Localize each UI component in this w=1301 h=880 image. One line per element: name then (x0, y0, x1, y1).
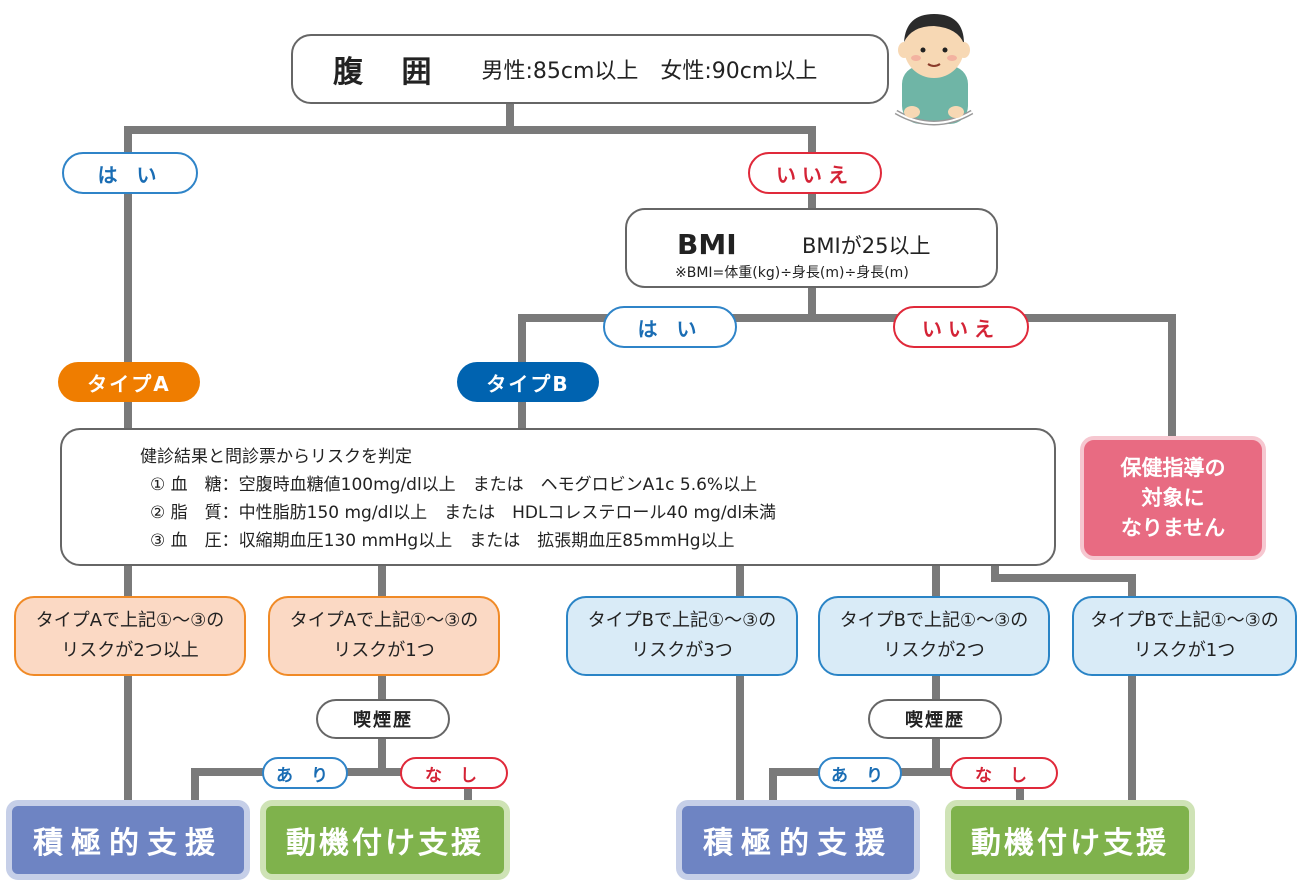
waist-no-pill: いいえ (748, 152, 882, 194)
risk-box-line: リスクが1つ (1133, 640, 1236, 661)
not-target-line: 対象に (1141, 486, 1205, 510)
type-b-pill: タイプB (457, 362, 599, 402)
risk-criteria-panel: 健診結果と問診票からリスクを判定 ① 血 糖：空腹時血糖値100mg/dl以上 … (60, 428, 1056, 566)
type-a-risk-two-box: タイプAで上記①～③の リスクが2つ以上 (14, 596, 246, 676)
type-a-risk-one-box: タイプAで上記①～③の リスクが1つ (268, 596, 500, 676)
smoking-history-pill-left: 喫煙歴 (316, 699, 450, 739)
motivation-support-outcome-right: 動機付け支援 (945, 800, 1195, 880)
waist-title: 腹 囲 (333, 55, 446, 90)
risk-box-line: タイプBで上記①～③の (1090, 610, 1279, 631)
bmi-formula: ※BMI=体重(kg)÷身長(m)÷身長(m) (675, 265, 909, 281)
waist-box: 腹 囲 男性:85cm以上 女性:90cm以上 (291, 34, 889, 104)
active-support-outcome-left: 積極的支援 (6, 800, 250, 880)
not-target-line: 保健指導の (1120, 456, 1226, 480)
risk-box-line: タイプAで上記①～③の (289, 610, 479, 631)
waist-criteria: 男性:85cm以上 女性:90cm以上 (481, 59, 818, 84)
not-target-box: 保健指導の 対象に なりません (1080, 436, 1266, 560)
smoking-no-pill-left: な し (400, 757, 508, 789)
bmi-criteria: BMIが25以上 (802, 234, 931, 258)
active-support-outcome-right: 積極的支援 (676, 800, 920, 880)
risk-item-blood-sugar: ① 血 糖：空腹時血糖値100mg/dl以上 または ヘモグロビンA1c 5.6… (150, 475, 758, 495)
risk-item-lipids: ② 脂 質：中性脂肪150 mg/dl以上 または HDLコレステロール40 m… (150, 503, 777, 523)
risk-box-line: リスクが2つ以上 (61, 640, 199, 661)
risk-box-line: リスクが3つ (631, 640, 733, 661)
risk-heading: 健診結果と問診票からリスクを判定 (140, 447, 412, 467)
smoking-no-pill-right: な し (950, 757, 1058, 789)
risk-box-line: リスクが1つ (333, 640, 435, 661)
type-b-risk-two-box: タイプBで上記①～③の リスクが2つ (818, 596, 1050, 676)
risk-box-line: タイプBで上記①～③の (587, 610, 777, 631)
smoking-yes-pill-left: あ り (262, 757, 348, 789)
risk-box-line: タイプAで上記①～③の (35, 610, 225, 631)
smoking-yes-pill-right: あ り (818, 757, 902, 789)
not-target-line: なりません (1120, 516, 1226, 540)
smoking-history-pill-right: 喫煙歴 (868, 699, 1002, 739)
bmi-yes-pill: は い (603, 306, 737, 348)
bmi-title: BMI (677, 228, 737, 261)
waist-yes-pill: は い (62, 152, 198, 194)
type-b-risk-one-box: タイプBで上記①～③の リスクが1つ (1072, 596, 1297, 676)
bmi-box: BMI BMIが25以上 ※BMI=体重(kg)÷身長(m)÷身長(m) (625, 208, 998, 288)
risk-item-blood-pressure: ③ 血 圧：収縮期血圧130 mmHg以上 または 拡張期血圧85mmHg以上 (150, 531, 735, 551)
bmi-no-pill: いいえ (893, 306, 1029, 348)
person-measuring-waist-icon (894, 14, 974, 126)
type-b-risk-three-box: タイプBで上記①～③の リスクが3つ (566, 596, 798, 676)
type-a-pill: タイプA (58, 362, 200, 402)
risk-box-line: リスクが2つ (883, 640, 985, 661)
risk-box-line: タイプBで上記①～③の (839, 610, 1029, 631)
motivation-support-outcome-left: 動機付け支援 (260, 800, 510, 880)
